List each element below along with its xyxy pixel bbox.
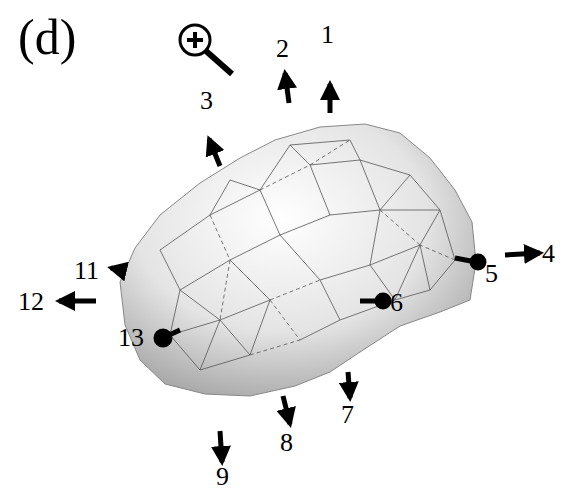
mesh-edge [180, 290, 220, 320]
mesh-edge [310, 165, 330, 215]
mesh-edge [380, 175, 410, 210]
mesh-edge [430, 260, 455, 290]
panel-label: (d) [18, 12, 76, 62]
surface-mesh [120, 124, 476, 396]
mesh-edge [380, 210, 420, 245]
callout-number: 1 [321, 22, 334, 48]
mesh-edge [230, 235, 280, 260]
mesh-edge [260, 190, 280, 235]
mesh-edge [360, 160, 410, 175]
mesh-edge [250, 340, 300, 355]
mesh-edges [160, 140, 455, 370]
mesh-edge [250, 300, 270, 355]
callout-number: 9 [216, 464, 229, 490]
callout-number: 7 [341, 402, 354, 428]
mesh-edge [320, 265, 370, 280]
mesh-edge [360, 160, 380, 210]
mesh-edge [260, 145, 290, 190]
mesh-edge [300, 320, 340, 340]
mesh-edge [310, 140, 350, 165]
mesh-edge [210, 180, 230, 215]
mesh-edge [220, 320, 250, 355]
callout-number: 6 [390, 290, 403, 316]
callout-number: 5 [485, 261, 498, 287]
mesh-edge [230, 180, 260, 190]
mesh-edge [210, 215, 230, 260]
mesh-edge [170, 335, 200, 370]
callout-number: 13 [118, 325, 144, 351]
mesh-edge [420, 245, 430, 290]
mesh-edge [380, 210, 440, 211]
mesh-edge [160, 250, 180, 290]
mesh-edge [370, 210, 380, 265]
mesh-edge [280, 235, 320, 280]
callout-number: 4 [542, 241, 555, 267]
mesh-edge [220, 300, 270, 320]
mesh-edge [200, 320, 220, 370]
mesh-edge [350, 140, 360, 160]
mesh-edge [410, 175, 440, 210]
callout-number: 2 [276, 36, 289, 62]
callout-number: 12 [18, 289, 44, 315]
mesh-edge [230, 260, 270, 300]
mesh-edge [290, 140, 350, 145]
mesh-edge [160, 215, 210, 250]
mesh-edge [330, 210, 380, 215]
callout-number: 8 [280, 430, 293, 456]
mesh-edge [420, 210, 440, 245]
callout-number: 3 [200, 88, 213, 114]
mesh-edge [270, 300, 300, 340]
callout-number: 11 [74, 258, 99, 284]
mesh-edge [320, 280, 340, 320]
zoom-icon [180, 25, 232, 74]
mesh-edge [180, 260, 230, 290]
inward-arrows [156, 256, 484, 345]
mesh-edge [290, 145, 310, 165]
normal-arrows [59, 73, 540, 462]
mesh-edge [420, 245, 455, 260]
mesh-edge [200, 355, 250, 370]
mesh-edge [220, 260, 230, 320]
mesh-edge [270, 280, 320, 300]
mesh-edge [440, 210, 455, 260]
mesh-edge [260, 165, 310, 190]
mesh-edge [280, 215, 330, 235]
